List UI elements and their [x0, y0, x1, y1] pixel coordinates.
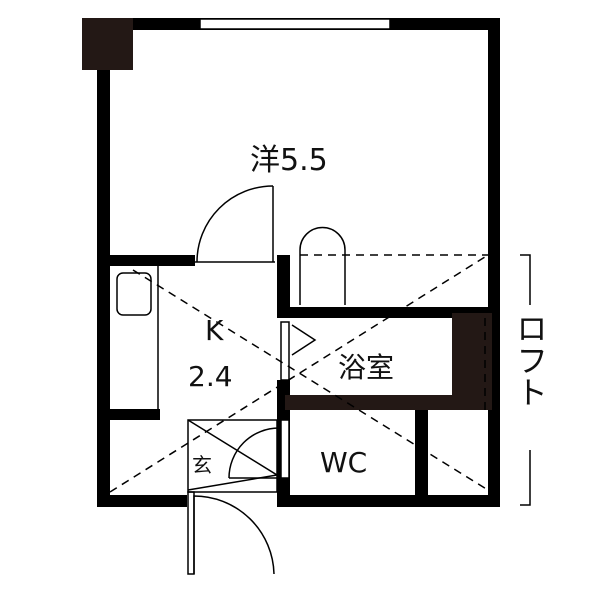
- loft-outline: [109, 254, 489, 493]
- bathroom-label: 浴室: [338, 351, 394, 384]
- entrance-label: 玄: [192, 453, 212, 477]
- loft-label: ロフト: [511, 312, 549, 408]
- kitchen-type-label: K: [205, 314, 224, 347]
- sink-icon: [116, 272, 152, 316]
- kitchen-size-label: 2.4: [188, 360, 233, 393]
- wc-door[interactable]: [228, 419, 290, 479]
- bath-dark-wall: [285, 395, 490, 410]
- bath-dark-block: [452, 313, 492, 410]
- bath-door[interactable]: [280, 321, 317, 381]
- room-door[interactable]: [195, 185, 275, 263]
- western-room-label: 洋5.5: [250, 143, 328, 178]
- corner-column: [82, 18, 133, 70]
- loft-ladder: [299, 226, 346, 305]
- kitchen-counter: [116, 266, 159, 410]
- front-door[interactable]: [187, 491, 275, 575]
- loft-bracket: [520, 254, 531, 506]
- entrance-area: [187, 419, 280, 493]
- toilet-label: WC: [320, 446, 367, 479]
- window: [199, 18, 391, 30]
- interior-walls: [97, 255, 488, 495]
